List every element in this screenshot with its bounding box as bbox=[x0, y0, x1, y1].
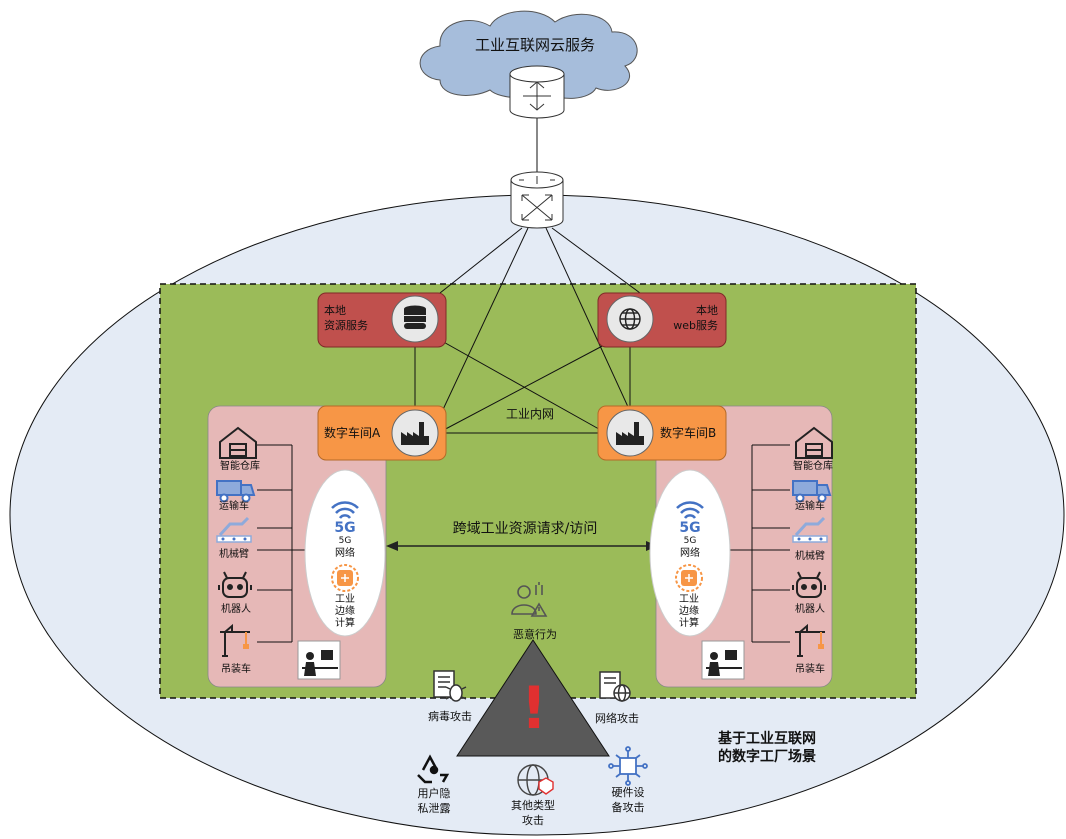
workshop-b-label: 数字车间B bbox=[660, 426, 717, 440]
local-resource-line1: 本地 bbox=[324, 304, 346, 317]
threat-other-line2: 攻击 bbox=[522, 814, 544, 827]
device-label-crane-b: 吊装车 bbox=[795, 664, 825, 675]
cloud-label: 工业互联网云服务 bbox=[474, 36, 595, 54]
edge-line1-b: 工业 bbox=[679, 594, 699, 605]
database-glyph bbox=[404, 305, 426, 329]
warehouse-icon-a bbox=[219, 426, 257, 459]
5g-badge-b: 5G bbox=[679, 520, 701, 536]
threat-hardware-line1: 硬件设 bbox=[611, 786, 645, 799]
cloud-server-icon bbox=[509, 65, 565, 119]
local-web-line1: 本地 bbox=[696, 304, 718, 317]
local-web-line2: web服务 bbox=[673, 319, 718, 332]
device-label-warehouse-b: 智能仓库 bbox=[793, 461, 833, 472]
globe-glyph bbox=[619, 308, 641, 330]
5g-badge-a: 5G bbox=[334, 520, 356, 536]
robot-icon-b bbox=[792, 571, 826, 598]
core-switch-icon bbox=[510, 171, 564, 229]
factory-glyph-b bbox=[616, 422, 644, 445]
5g-wifi-icon-b bbox=[676, 501, 704, 519]
edge-line3-a: 计算 bbox=[335, 618, 355, 629]
scene-title-line2: 的数字工厂场景 bbox=[718, 749, 816, 765]
device-label-truck-b: 运输车 bbox=[795, 501, 825, 512]
warning-exclamation: ! bbox=[521, 674, 547, 742]
5g-network-capsule-a bbox=[304, 469, 386, 637]
device-label-truck-a: 运输车 bbox=[219, 501, 249, 512]
5g-network-capsule-b bbox=[649, 469, 731, 637]
5g-wifi-icon-a bbox=[331, 501, 359, 519]
other-attack-globe-icon bbox=[517, 764, 554, 796]
robotic-arm-icon-b bbox=[792, 516, 828, 543]
cross-domain-label: 跨域工业资源请求/访问 bbox=[452, 521, 598, 537]
factory-icon-a bbox=[391, 409, 439, 457]
5g-caption-bottom-a: 网络 bbox=[335, 548, 355, 559]
operator-workstation-icon-b bbox=[701, 640, 745, 680]
malicious-user-icon bbox=[511, 582, 548, 617]
local-resource-line2: 资源服务 bbox=[324, 319, 368, 332]
threat-triangle bbox=[456, 639, 610, 757]
factory-glyph-a bbox=[401, 422, 429, 445]
hardware-attack-icon bbox=[608, 746, 648, 786]
factory-icon-b bbox=[606, 409, 654, 457]
truck-icon-a bbox=[216, 480, 256, 503]
threat-virus-label: 病毒攻击 bbox=[428, 710, 472, 723]
device-label-robot-b: 机器人 bbox=[795, 604, 825, 615]
5g-caption-top-a: 5G bbox=[338, 536, 352, 546]
scene-title-line1: 基于工业互联网 bbox=[718, 731, 816, 747]
5g-caption-top-b: 5G bbox=[683, 536, 697, 546]
network-attack-icon bbox=[599, 671, 631, 702]
crane-icon-a bbox=[220, 623, 250, 657]
threat-malicious-label: 恶意行为 bbox=[513, 628, 557, 641]
edge-computing-icon-a bbox=[331, 564, 359, 592]
threat-privacy-line1: 用户隐 bbox=[417, 787, 451, 800]
threat-network-label: 网络攻击 bbox=[595, 712, 639, 725]
warehouse-icon-b bbox=[795, 426, 833, 459]
scene-title: 基于工业互联网 的数字工厂场景 bbox=[718, 730, 816, 766]
edge-computing-icon-b bbox=[675, 564, 703, 592]
crane-icon-b bbox=[795, 623, 825, 657]
edge-line3-b: 计算 bbox=[679, 618, 699, 629]
operator-workstation-icon-a bbox=[297, 640, 341, 680]
robotic-arm-icon-a bbox=[216, 516, 252, 543]
threat-hardware-line2: 备攻击 bbox=[611, 801, 645, 814]
intranet-label: 工业内网 bbox=[505, 407, 554, 421]
network-links bbox=[257, 112, 790, 643]
virus-attack-icon bbox=[433, 670, 467, 702]
device-label-robot-a: 机器人 bbox=[221, 604, 251, 615]
workshop-a-label: 数字车间A bbox=[324, 426, 381, 440]
device-label-arm-a: 机械臂 bbox=[219, 549, 249, 560]
edge-line2-b: 边缘 bbox=[679, 606, 699, 617]
threat-privacy-line2: 私泄露 bbox=[417, 802, 451, 815]
5g-caption-bottom-b: 网络 bbox=[680, 548, 700, 559]
device-label-crane-a: 吊装车 bbox=[221, 664, 251, 675]
device-label-warehouse-a: 智能仓库 bbox=[220, 461, 260, 472]
edge-line2-a: 边缘 bbox=[335, 606, 355, 617]
edge-line1-a: 工业 bbox=[335, 594, 355, 605]
device-label-arm-b: 机械臂 bbox=[795, 551, 825, 562]
threat-other-line1: 其他类型 bbox=[511, 799, 555, 812]
robot-icon-a bbox=[218, 571, 252, 598]
privacy-leak-icon bbox=[417, 754, 450, 784]
truck-icon-b bbox=[792, 480, 832, 503]
